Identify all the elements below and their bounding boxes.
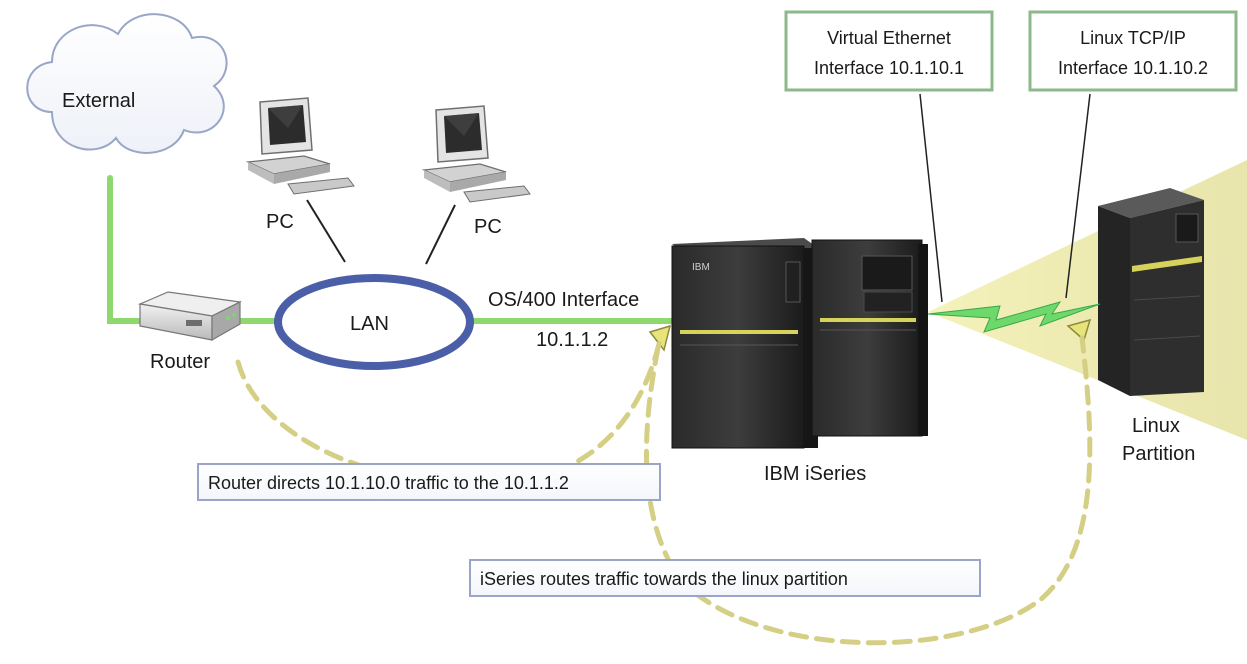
lan-label: LAN	[350, 313, 389, 335]
linux-label-line1: Linux	[1132, 415, 1180, 437]
callout-pointers	[919, 93, 1091, 303]
router-directs-text: Router directs 10.1.10.0 traffic to the …	[208, 473, 569, 493]
router-to-iseries-path	[235, 337, 663, 486]
iseries-routes-note: iSeries routes traffic towards the linux…	[469, 559, 981, 597]
router-icon	[137, 291, 242, 342]
pc-icon	[245, 97, 355, 195]
linux-tcpip-line2: Interface 10.1.10.2	[1058, 58, 1208, 78]
pc-links	[306, 199, 456, 265]
linux-tcpip-line1: Linux TCP/IP	[1080, 28, 1186, 48]
virtual-ethernet-callout: Virtual Ethernet Interface 10.1.10.1	[784, 10, 994, 92]
virtual-ethernet-line2: Interface 10.1.10.1	[814, 58, 964, 78]
linux-tcpip-pointer	[1065, 93, 1091, 299]
iseries-server-icon	[671, 238, 928, 449]
arrow-tip-icon	[1066, 318, 1092, 342]
cloud-icon	[26, 13, 228, 154]
pc-right-link	[425, 204, 456, 265]
ibm-logo-text: IBM	[692, 262, 710, 273]
pc-left-link	[306, 199, 346, 263]
router-directs-note: Router directs 10.1.10.0 traffic to the …	[197, 463, 661, 501]
pc-left-label: PC	[266, 211, 294, 233]
arrow-tip-icon	[648, 324, 672, 352]
iseries-routes-text: iSeries routes traffic towards the linux…	[480, 569, 848, 589]
os400-ip-label: 10.1.1.2	[536, 329, 608, 351]
pc-right-label: PC	[474, 216, 502, 238]
virtual-ethernet-line1: Virtual Ethernet	[827, 28, 951, 48]
router-label: Router	[150, 351, 210, 373]
linux-partition-server-icon	[1098, 188, 1204, 396]
network-links	[107, 175, 675, 324]
pc-icon	[421, 105, 531, 203]
external-to-router-link	[107, 175, 143, 324]
virtual-ethernet-pointer	[919, 93, 943, 303]
iseries-label: IBM iSeries	[764, 463, 866, 485]
lightning-bolt-icon	[927, 301, 1101, 333]
external-label: External	[62, 90, 135, 112]
lan-ring	[274, 274, 474, 370]
linux-tcpip-callout: Linux TCP/IP Interface 10.1.10.2	[1028, 10, 1238, 92]
linux-label-line2: Partition	[1122, 443, 1195, 465]
os400-interface-label: OS/400 Interface	[488, 289, 639, 311]
